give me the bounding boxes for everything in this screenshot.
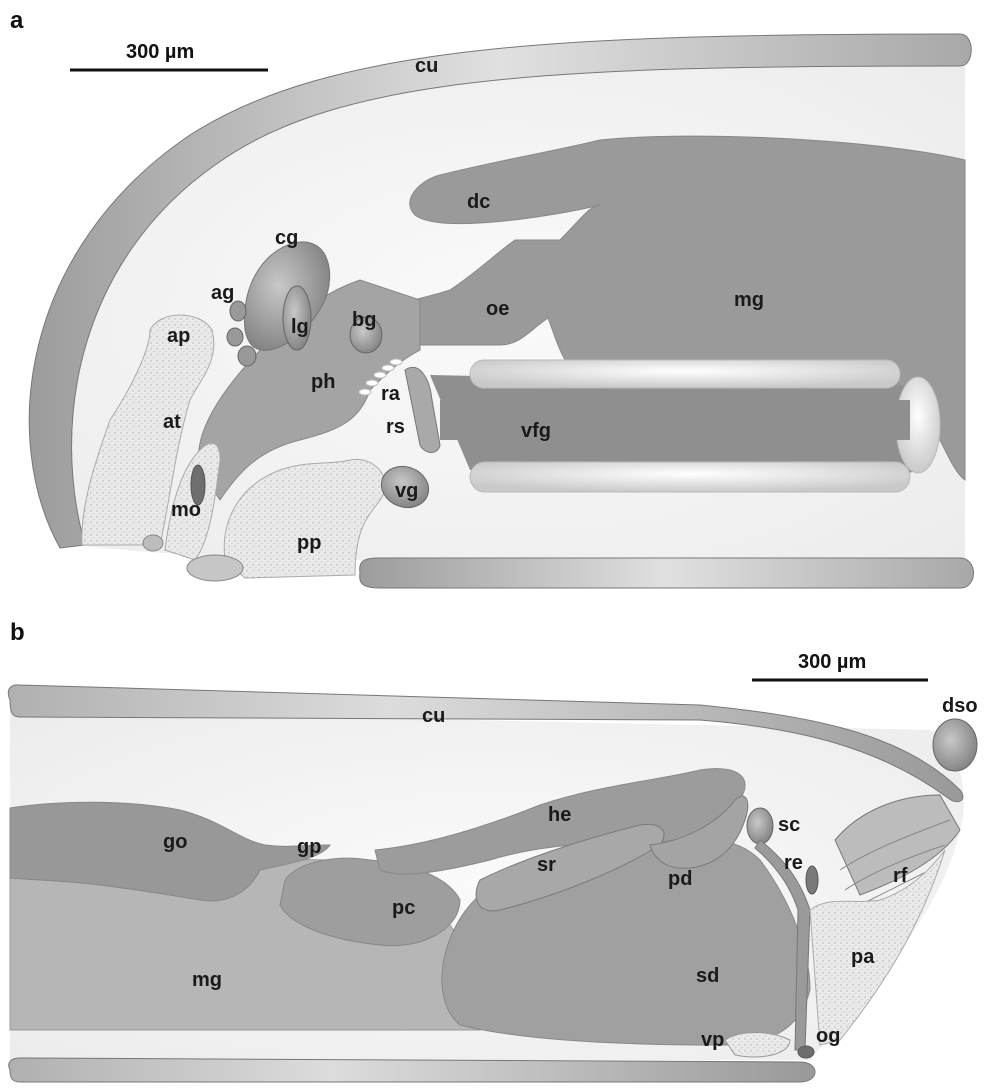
small-opening-b xyxy=(806,866,818,894)
label-mg-b: mg xyxy=(192,969,222,991)
label-cu-b: cu xyxy=(422,705,445,727)
cuticle-ventral-b xyxy=(9,1058,815,1082)
label-vg-a: vg xyxy=(395,480,418,502)
cuticle-ventral-a xyxy=(360,558,974,588)
label-ra-a: ra xyxy=(381,383,401,405)
label-pc-b: pc xyxy=(392,897,415,919)
accessory-ganglion-3-a xyxy=(238,346,256,366)
panel-b: b 300 µm xyxy=(8,619,977,1082)
label-pa-b: pa xyxy=(851,946,875,968)
panel-a-label: a xyxy=(10,7,24,34)
label-pp-a: pp xyxy=(297,532,321,554)
sense-organ-b xyxy=(747,808,773,844)
label-mo-a: mo xyxy=(171,499,201,521)
label-sd-b: sd xyxy=(696,965,719,987)
scale-bar-a-label: 300 µm xyxy=(126,41,194,63)
label-go-b: go xyxy=(163,831,187,853)
scale-bar-b-label: 300 µm xyxy=(798,651,866,673)
accessory-ganglion-2-a xyxy=(227,328,243,346)
label-pd-b: pd xyxy=(668,868,692,890)
label-vp-b: vp xyxy=(701,1029,724,1051)
label-he-b: he xyxy=(548,804,571,826)
label-ap-a: ap xyxy=(167,325,190,347)
label-re-b: re xyxy=(784,852,803,874)
label-oe-a: oe xyxy=(486,298,509,320)
label-sc-b: sc xyxy=(778,814,800,836)
label-rs-a: rs xyxy=(386,416,405,438)
label-bg-a: bg xyxy=(352,309,376,331)
label-mg-a: mg xyxy=(734,289,764,311)
label-ph-a: ph xyxy=(311,371,335,393)
dorsal-sense-organ-b xyxy=(933,719,977,771)
label-cg-a: cg xyxy=(275,227,298,249)
label-gp-b: gp xyxy=(297,836,321,858)
panel-a: a 300 µm xyxy=(10,7,974,588)
label-dc-a: dc xyxy=(467,191,490,213)
opening-og-b xyxy=(798,1046,814,1058)
ventral-foregut-gland-a xyxy=(430,360,940,492)
label-at-a: at xyxy=(163,411,181,433)
small-lobe-a xyxy=(143,535,163,551)
label-ag-a: ag xyxy=(211,282,234,304)
label-og-b: og xyxy=(816,1025,840,1047)
lower-lobe-a xyxy=(187,555,243,581)
label-cu-a: cu xyxy=(415,55,438,77)
accessory-ganglion-1-a xyxy=(230,301,246,321)
label-lg-a: lg xyxy=(291,316,309,338)
label-rf-b: rf xyxy=(893,865,908,887)
label-sr-b: sr xyxy=(537,854,556,876)
label-vfg-a: vfg xyxy=(521,420,551,442)
label-dso-b: dso xyxy=(942,695,978,717)
panel-b-label: b xyxy=(10,619,25,646)
